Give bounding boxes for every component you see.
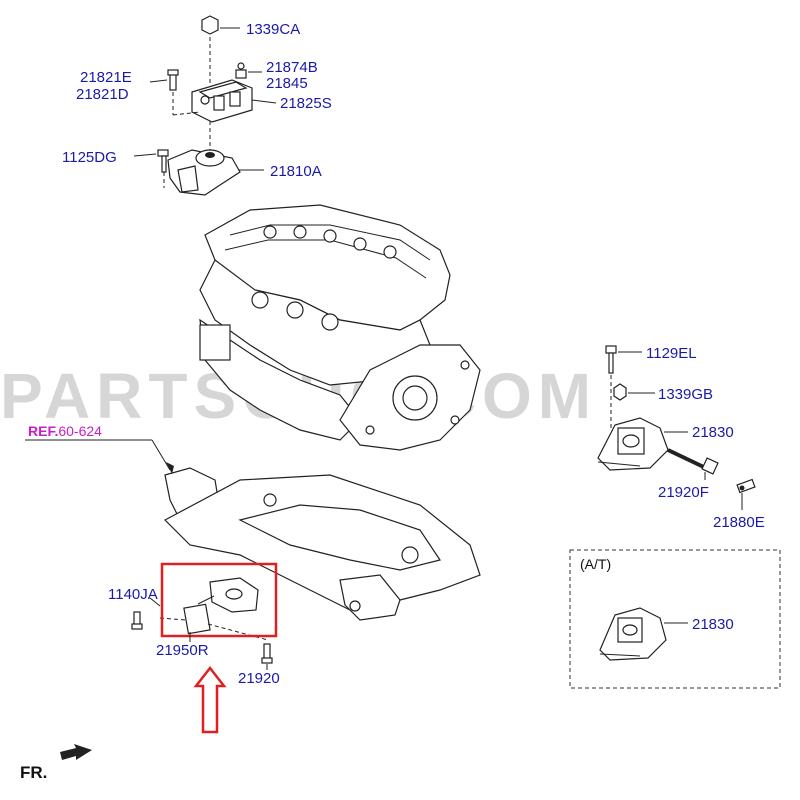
label-21880e[interactable]: 21880E: [713, 514, 765, 531]
label-1125dg[interactable]: 1125DG: [62, 149, 117, 166]
bolt-21920f-icon: [667, 448, 719, 475]
bolt-1140ja-icon: [131, 611, 143, 630]
bolt-1125dg-icon: [157, 149, 169, 173]
label-21810a[interactable]: 21810A: [270, 163, 322, 180]
label-21845[interactable]: 21845: [266, 75, 308, 92]
side-mount-assembly: [597, 345, 756, 510]
roll-rod-21950r-icon: [159, 577, 269, 641]
automatic-transmission-variant-box: [569, 549, 781, 689]
reference-link[interactable]: REF.60-624: [28, 423, 102, 439]
label-21920f[interactable]: 21920F: [658, 484, 709, 501]
clip-21880e-icon: [736, 478, 756, 494]
bolt-21920-icon: [261, 643, 273, 664]
nut-1339gb-icon: [613, 383, 627, 401]
label-21830[interactable]: 21830: [692, 424, 734, 441]
bolt-21874b-icon: [235, 62, 247, 79]
reference-number: 60-624: [58, 423, 102, 439]
label-1140ja[interactable]: 1140JA: [108, 586, 158, 603]
label-21920[interactable]: 21920: [238, 670, 280, 687]
mount-21810a-icon: [167, 149, 241, 196]
label-21821e[interactable]: 21821E: [80, 69, 132, 86]
front-direction-arrow-icon: [60, 744, 92, 760]
reference-prefix: REF.: [28, 423, 58, 439]
label-1339gb[interactable]: 1339GB: [658, 386, 713, 403]
label-1339ca[interactable]: 1339CA: [246, 21, 300, 38]
label-21825s[interactable]: 21825S: [280, 95, 332, 112]
label-21821d[interactable]: 21821D: [76, 86, 129, 103]
highlight-box: [160, 562, 278, 638]
variant-label: (A/T): [580, 556, 611, 572]
bracket-21825s-icon: [191, 79, 253, 123]
subframe-illustration: [25, 439, 481, 621]
engine-block-illustration: [199, 204, 481, 451]
label-1129el[interactable]: 1129EL: [646, 345, 697, 362]
top-mount-assembly: [133, 15, 277, 196]
label-21874b[interactable]: 21874B: [266, 59, 318, 76]
front-marker-label: FR.: [20, 763, 47, 782]
label-21830-at[interactable]: 21830: [692, 616, 734, 633]
bolt-21821-icon: [167, 69, 179, 91]
mount-21830-at-icon: [599, 607, 667, 661]
highlight-arrow-icon: [193, 665, 227, 734]
label-21950r[interactable]: 21950R: [156, 642, 209, 659]
nut-1339ca-icon: [201, 15, 219, 35]
bolt-1129el-icon: [605, 345, 617, 374]
mount-21830-icon: [597, 417, 669, 471]
